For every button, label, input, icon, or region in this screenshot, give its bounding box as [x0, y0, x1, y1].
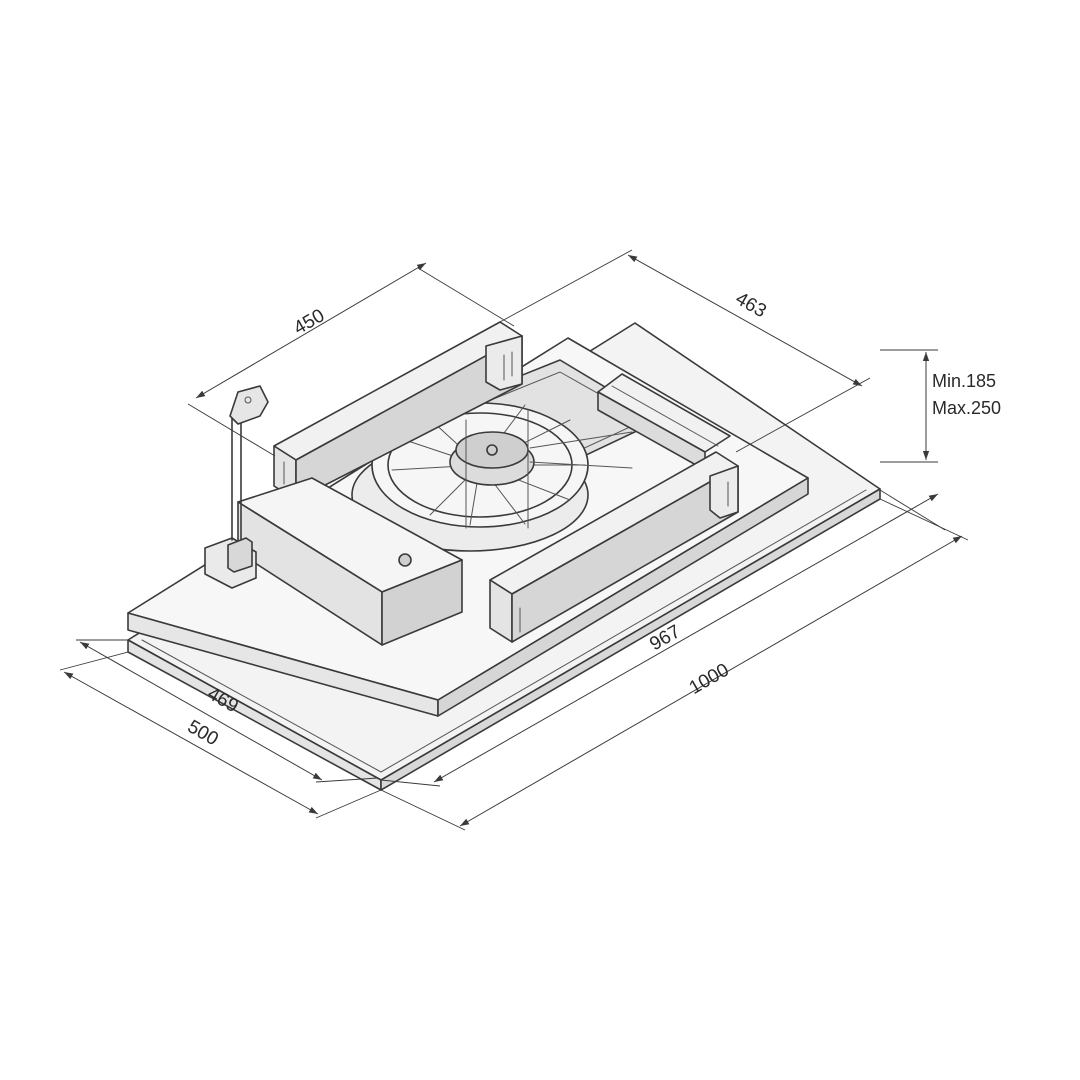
dimension-height: Min.185 Max.250	[880, 349, 1001, 463]
dim-label-500: 500	[184, 716, 222, 750]
dim-label-max: Max.250	[932, 398, 1001, 418]
dim-label-min: Min.185	[932, 371, 996, 391]
dim-label-1000: 1000	[686, 660, 733, 699]
dimension-463: 463	[499, 249, 871, 453]
dim-label-450: 450	[290, 305, 328, 339]
dim-label-463: 463	[732, 288, 770, 322]
